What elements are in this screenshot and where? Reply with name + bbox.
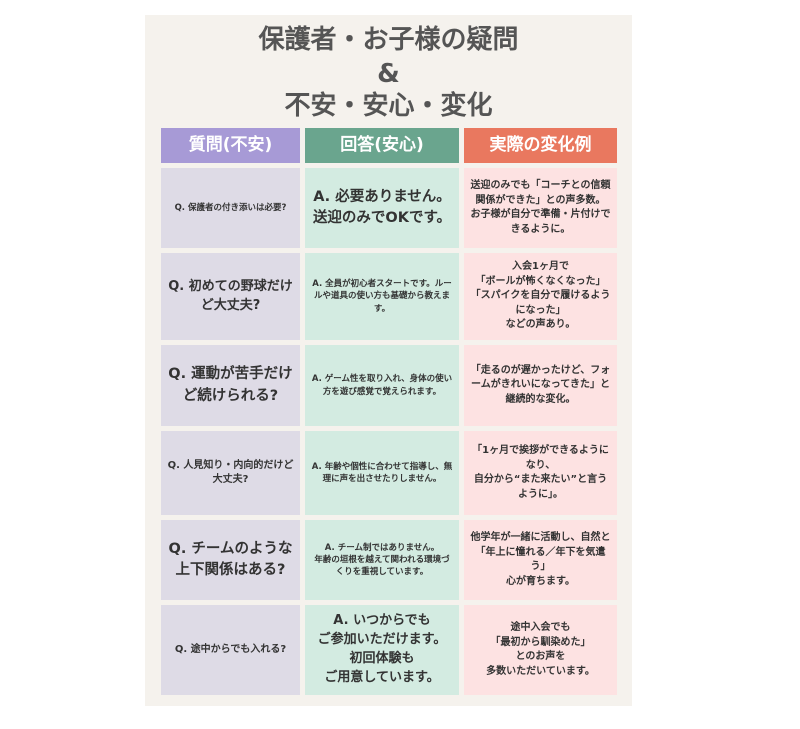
answer-cell: A. いつからでも ご参加いただけます。 初回体験も ご用意しています。 — [305, 605, 459, 695]
change-cell: 「走るのが遅かったけど、フォームがきれいになってきた」と継続的な変化。 — [464, 345, 617, 426]
faq-table: 質問(不安) 回答(安心) 実際の変化例 Q. 保護者の付き添いは必要? A. … — [161, 128, 617, 695]
title-line-1: 保護者・お子様の疑問 — [258, 25, 519, 55]
faq-card: 保護者・お子様の疑問 & 不安・安心・変化 質問(不安) 回答(安心) 実際の変… — [145, 15, 632, 706]
question-cell: Q. 途中からでも入れる? — [161, 605, 300, 695]
question-cell: Q. 保護者の付き添いは必要? — [161, 168, 300, 248]
title-line-2: & — [377, 59, 400, 89]
answer-cell: A. 必要ありません。 送迎のみでOKです。 — [305, 168, 459, 248]
header-change: 実際の変化例 — [464, 128, 617, 163]
header-question: 質問(不安) — [161, 128, 300, 163]
change-cell: 「1ヶ月で挨拶ができるようになり、 自分から“また来たい”と言うように」。 — [464, 431, 617, 515]
change-cell: 送迎のみでも「コーチとの信頼関係ができた」との声多数。 お子様が自分で準備・片付… — [464, 168, 617, 248]
answer-cell: A. ゲーム性を取り入れ、身体の使い方を遊び感覚で覚えられます。 — [305, 345, 459, 426]
answer-cell: A. 年齢や個性に合わせて指導し、無理に声を出させたりしません。 — [305, 431, 459, 515]
header-answer: 回答(安心) — [305, 128, 459, 163]
answer-cell: A. チーム制ではありません。 年齢の垣根を越えて関われる環境づくりを重視してい… — [305, 520, 459, 600]
change-cell: 途中入会でも 「最初から馴染めた」 とのお声を 多数いただいています。 — [464, 605, 617, 695]
question-cell: Q. チームのような上下関係はある? — [161, 520, 300, 600]
question-cell: Q. 運動が苦手だけど続けられる? — [161, 345, 300, 426]
change-cell: 入会1ヶ月で 「ボールが怖くなくなった」 「スパイクを自分で履けるようになった」… — [464, 253, 617, 340]
change-cell: 他学年が一緒に活動し、自然と「年上に憧れる／年下を気遣う」 心が育ちます。 — [464, 520, 617, 600]
question-cell: Q. 人見知り・内向的だけど大丈夫? — [161, 431, 300, 515]
title-line-3: 不安・安心・変化 — [284, 91, 493, 121]
question-cell: Q. 初めての野球だけど大丈夫? — [161, 253, 300, 340]
answer-cell: A. 全員が初心者スタートです。ルールや道具の使い方も基礎から教えます。 — [305, 253, 459, 340]
